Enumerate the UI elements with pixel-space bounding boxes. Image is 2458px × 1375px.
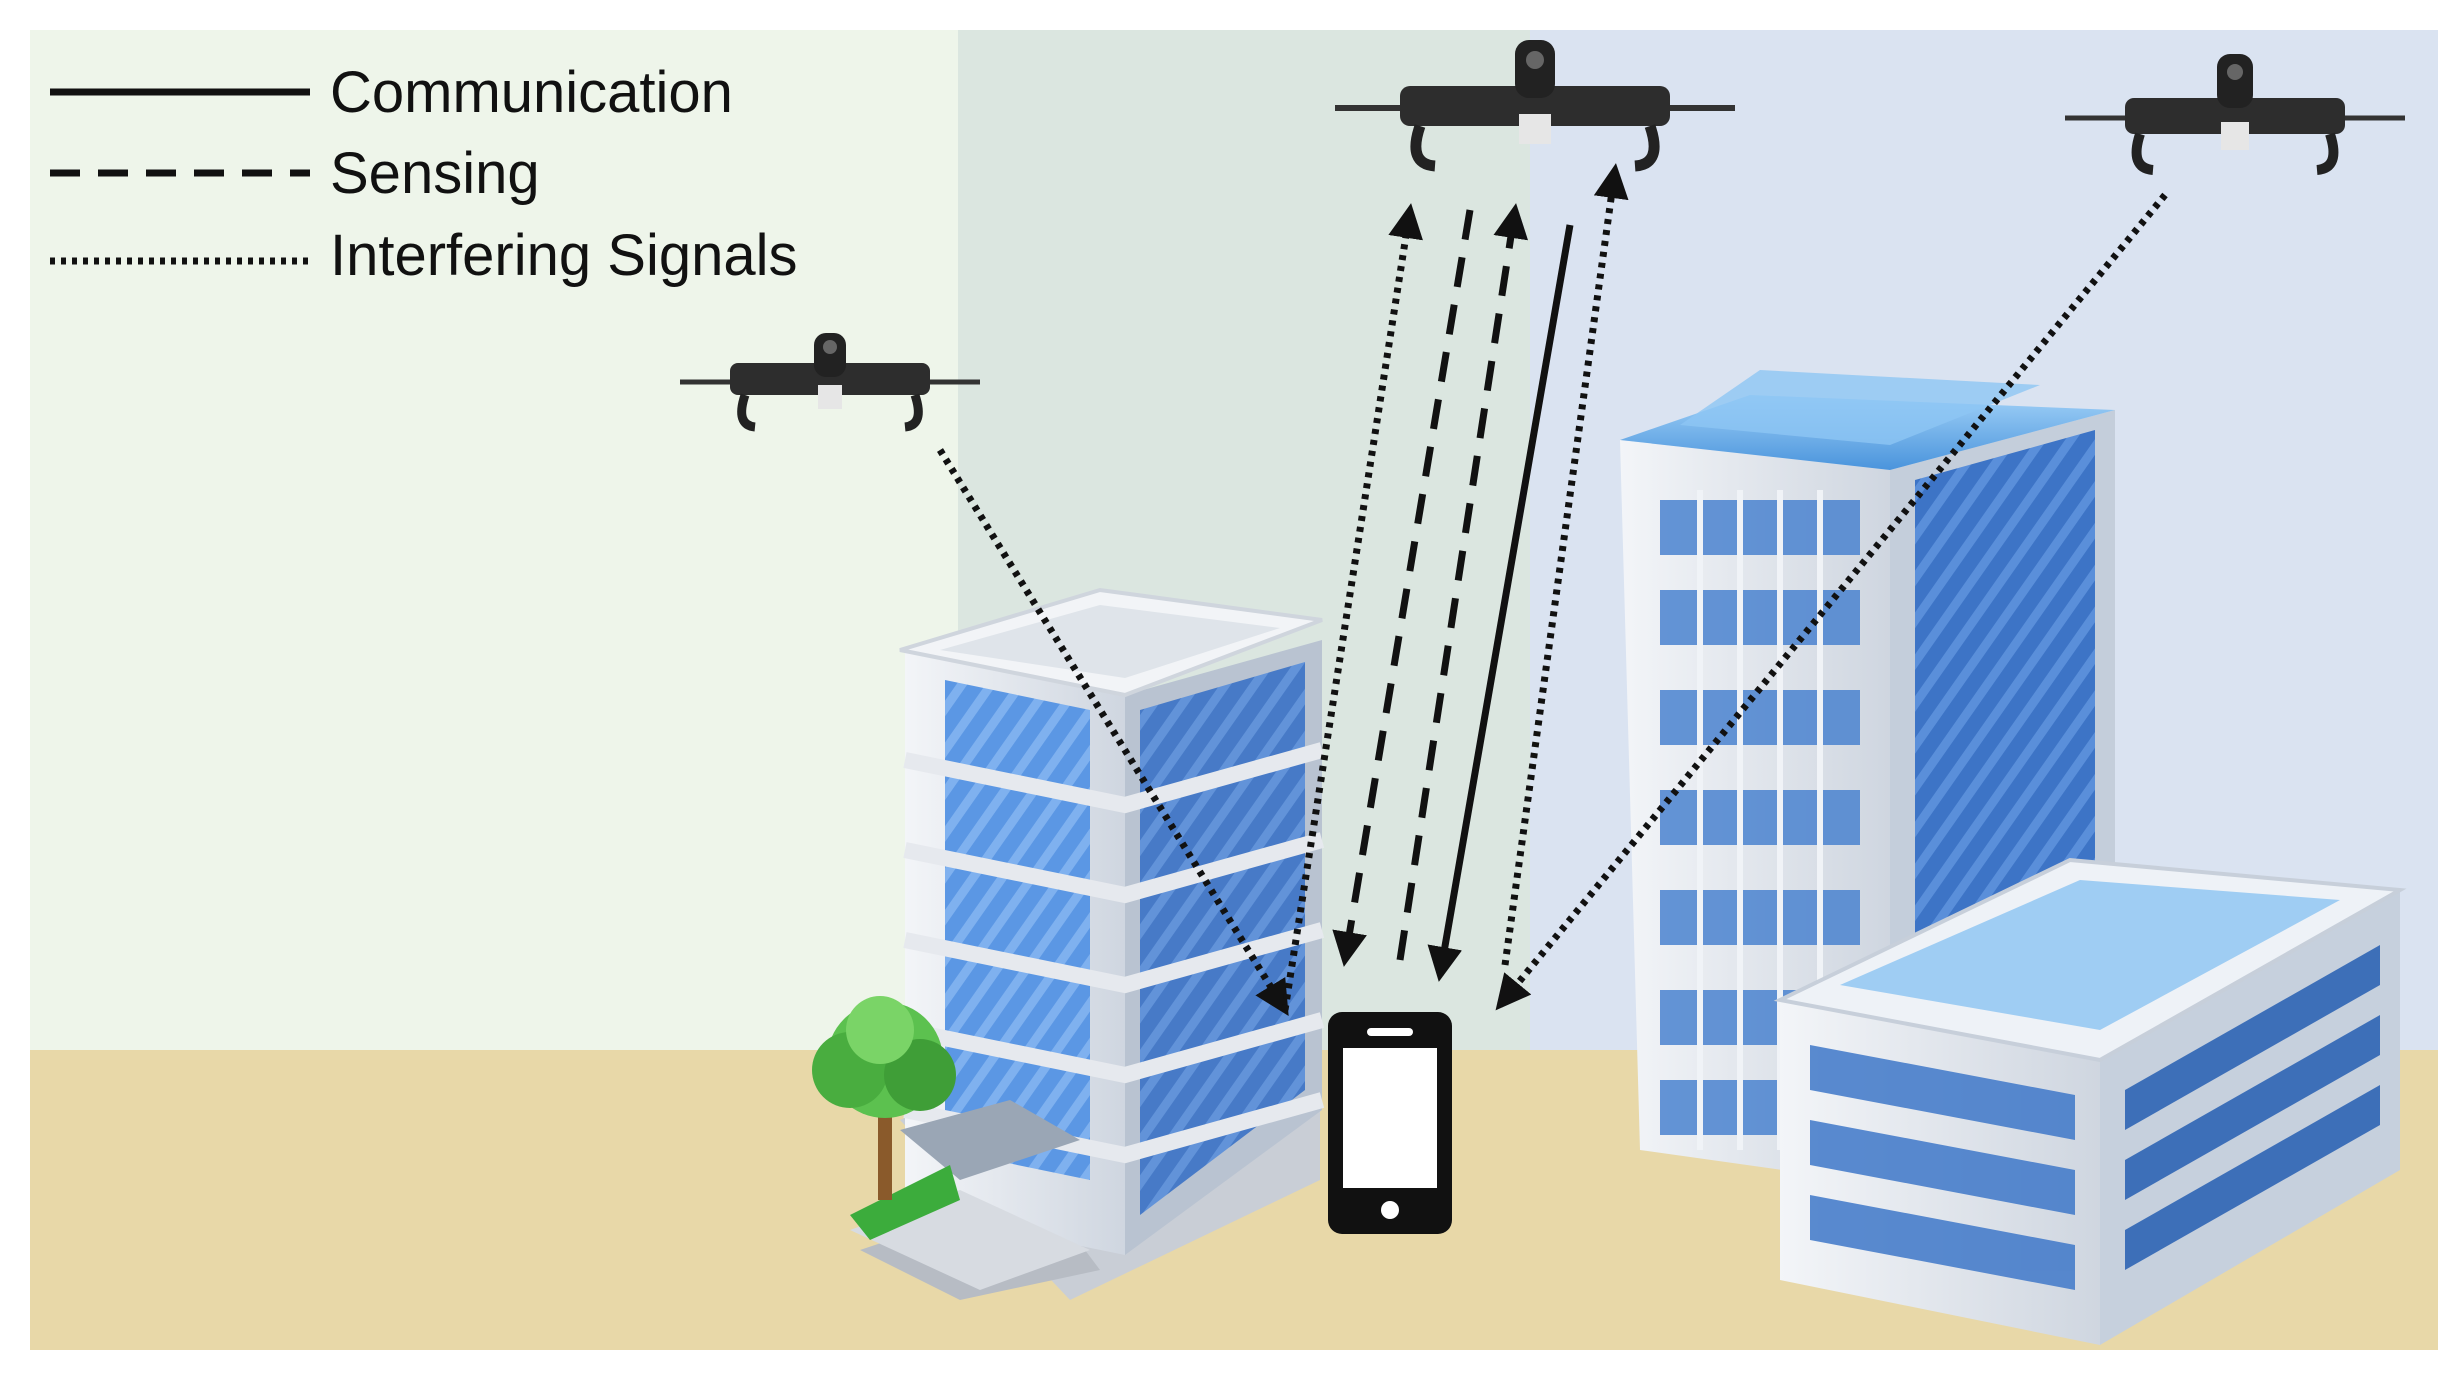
office-building-icon	[850, 587, 1325, 1300]
drone-icon	[1335, 40, 1735, 172]
smartphone-icon	[1328, 1012, 1452, 1234]
legend-label-interfering: Interfering Signals	[330, 223, 797, 288]
signal-paths	[937, 163, 2168, 1016]
drone-icon	[2065, 54, 2405, 175]
drone-icon	[680, 333, 980, 432]
interfering-signal-uplink	[1281, 203, 1423, 1011]
legend: Communication Sensing Interfering Signal…	[50, 60, 797, 288]
sensing-signal-down	[1332, 209, 1474, 967]
zone-left	[30, 30, 960, 1050]
skyscraper-icon	[1620, 370, 2407, 1345]
communication-signal	[1427, 224, 1574, 982]
tree-icon	[812, 996, 960, 1240]
legend-label-sensing: Sensing	[330, 141, 540, 206]
legend-label-communication: Communication	[330, 60, 733, 125]
interfering-signal-far-right	[1495, 192, 2168, 1011]
sensing-signal-up	[1396, 203, 1529, 961]
interfering-signal-right-up	[1501, 163, 1629, 966]
